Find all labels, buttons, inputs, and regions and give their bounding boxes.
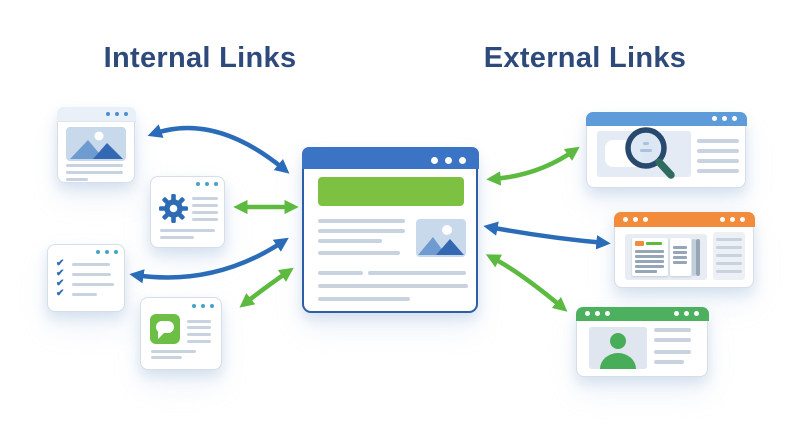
image-thumbnail	[416, 219, 466, 257]
green-banner	[318, 177, 464, 206]
text-line-placeholder	[318, 229, 405, 233]
settings-page-window	[150, 176, 225, 248]
text-line-placeholder	[697, 169, 739, 173]
profile-page-titlebar	[575, 306, 709, 321]
image-page-window	[56, 106, 136, 183]
window-control-dots-icon	[720, 217, 745, 222]
image-mountains-icon	[418, 225, 464, 255]
text-line-placeholder	[318, 239, 382, 243]
text-line-placeholder	[151, 350, 196, 353]
text-line-placeholder	[318, 284, 468, 288]
text-line-placeholder	[318, 219, 405, 223]
text-line-placeholder	[654, 328, 691, 332]
text-line-placeholder	[72, 263, 110, 266]
external-links-heading: External Links	[483, 42, 687, 74]
text-line-placeholder	[187, 320, 211, 323]
article-panel	[713, 232, 745, 280]
arrow-main-to-image-page	[147, 124, 290, 174]
search-page-window	[585, 111, 747, 188]
text-line-placeholder	[192, 211, 218, 214]
text-line-placeholder	[160, 236, 194, 239]
checkmark-icon: ✔	[56, 268, 65, 279]
text-line-placeholder	[697, 159, 739, 163]
image-page-titlebar	[56, 106, 136, 122]
window-control-dots-icon	[712, 116, 737, 121]
text-line-placeholder	[697, 139, 739, 143]
text-line-placeholder	[72, 273, 111, 276]
text-line-placeholder	[72, 293, 97, 296]
text-line-placeholder	[318, 251, 400, 255]
text-line-placeholder	[654, 338, 691, 342]
text-line-placeholder	[66, 164, 123, 167]
text-line-placeholder	[66, 178, 88, 181]
text-line-placeholder	[72, 283, 114, 286]
internal-links-heading: Internal Links	[103, 42, 297, 74]
chat-bubble-icon	[150, 314, 180, 344]
window-control-dots-icon	[585, 311, 610, 316]
search-page-titlebar	[585, 111, 747, 126]
text-line-placeholder	[318, 297, 410, 301]
person-icon	[600, 333, 636, 369]
window-control-dots-icon	[431, 157, 466, 164]
window-control-dots-icon	[106, 112, 128, 116]
comments-page-window	[140, 297, 222, 370]
text-line-placeholder	[192, 204, 218, 207]
window-control-dots-icon	[674, 311, 699, 316]
image-thumbnail	[66, 127, 126, 161]
news-page-window	[613, 211, 755, 288]
checklist-page-window: ✔ ✔ ✔ ✔	[47, 244, 125, 312]
arrow-main-to-profile-page	[485, 254, 568, 312]
text-line-placeholder	[654, 360, 684, 364]
main-page-window	[301, 146, 479, 313]
arrow-main-to-comments-page	[239, 267, 294, 308]
checkmark-icon: ✔	[56, 288, 65, 299]
window-control-dots-icon	[192, 304, 214, 308]
checkmark-icon: ✔	[56, 258, 65, 269]
text-line-placeholder	[654, 350, 691, 354]
text-line-placeholder	[66, 171, 123, 174]
avatar	[589, 327, 647, 369]
text-line-placeholder	[192, 197, 218, 200]
arrow-main-to-news-page	[483, 221, 611, 250]
profile-page-window	[575, 306, 709, 377]
magnifier-icon	[625, 127, 675, 179]
window-control-dots-icon	[96, 250, 118, 254]
text-line-placeholder	[368, 271, 466, 275]
window-control-dots-icon	[196, 182, 218, 186]
newspaper-icon	[625, 234, 707, 280]
text-line-placeholder	[151, 356, 182, 359]
text-line-placeholder	[160, 229, 215, 232]
image-mountains-icon	[70, 131, 123, 159]
gear-icon	[159, 194, 188, 223]
news-page-titlebar	[613, 211, 755, 227]
window-control-dots-icon	[623, 217, 648, 222]
text-line-placeholder	[187, 326, 211, 329]
arrow-main-to-search-page	[486, 146, 580, 186]
text-line-placeholder	[318, 271, 363, 275]
text-line-placeholder	[697, 149, 739, 153]
text-line-placeholder	[187, 333, 211, 336]
checkmark-icon: ✔	[56, 278, 65, 289]
text-line-placeholder	[192, 218, 218, 221]
text-line-placeholder	[187, 340, 211, 343]
